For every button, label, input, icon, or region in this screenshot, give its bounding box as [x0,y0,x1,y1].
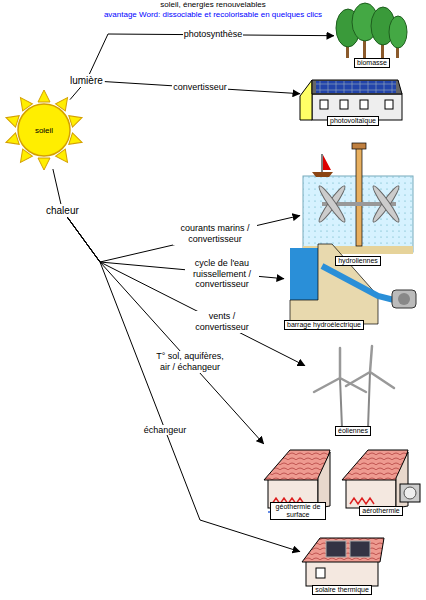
node-text: chaleur [46,205,79,216]
aerothermal-house [404,487,416,499]
photovoltaic-house [340,100,348,109]
junction-label: lumière [68,74,105,87]
picture-caption: solaire thermique [312,585,372,595]
wind-turbines [368,372,370,428]
tidal-turbine [356,148,362,246]
note-label: avantage Word: dissociable et recolorisa… [104,10,322,19]
tidal-turbine [317,184,348,224]
dam-illustration [290,248,318,300]
energy-picture: barrage hydroélectrique [284,240,424,330]
energy-picture: géothermie de surface [262,444,334,520]
energy-picture: biomasse [334,4,410,68]
sun-circle: soleil [4,90,84,170]
aerothermal-house [342,450,420,508]
wind-turbines [314,346,394,428]
dam-illustration [392,290,416,308]
tidal-turbine [303,143,413,254]
connector [67,217,305,366]
tidal-turbine [317,184,348,224]
photovoltaic-house [360,100,368,109]
solar-thermal-house [302,538,384,562]
sun-illustration [4,133,19,148]
sun-illustration [38,90,50,102]
trees-illustration [389,16,407,48]
trees-illustration [336,3,407,58]
photovoltaic-house [300,80,312,120]
picture-caption: géothermie de surface [270,502,326,520]
picture-caption: photovoltaïque [327,116,379,126]
aerothermal-house [400,484,420,502]
photovoltaic-house [312,80,402,94]
energy-picture: hydroliennes [300,138,416,266]
energy-picture: solaire thermique [300,535,384,595]
photovoltaic-house [320,100,328,109]
connector [53,169,61,204]
photovoltaic-house [300,80,402,120]
geothermal-house [318,452,330,508]
picture-caption: biomasse [354,58,390,68]
edge-label: cycle de l'eau ruissellement / convertis… [185,258,259,290]
tidal-turbine [371,184,402,224]
wind-turbines [340,378,342,428]
junction-label: chaleur [44,204,81,217]
solar-thermal-house [316,568,325,578]
dam-illustration [322,266,394,300]
node-text: soleil [35,126,53,135]
node-text: lumière [70,75,103,86]
solar-thermal-house [302,538,384,586]
dam-illustration [398,293,410,305]
edge-label: T° sol, aquifères, air / échangeur [152,351,228,373]
sun-illustration [38,158,50,170]
tidal-turbine [312,172,333,177]
photovoltaic-house [316,81,396,93]
picture-caption: hydroliennes [335,256,381,266]
solar-thermal-house [326,541,346,557]
energy-picture: photovoltaïque [300,68,406,126]
connector [67,217,264,444]
edge-label: échangeur [143,425,188,436]
dam-illustration [290,244,416,324]
edge-label: photosynthèse [183,29,244,40]
connector [105,82,300,94]
energy-picture: aérothermie [340,444,422,516]
sun-illustration [4,112,19,127]
edge-label: convertisseur [172,82,228,93]
picture-caption: barrage hydroélectrique [284,320,364,330]
connector [67,216,300,263]
sun-illustration [69,133,84,148]
solar-thermal-house [350,541,370,557]
photovoltaic-house [385,100,393,109]
aerothermal-house [350,498,374,504]
connector [67,217,300,552]
edge-label: vents / convertisseur [188,311,256,333]
sun-illustration [18,104,70,156]
tidal-turbine [323,155,331,170]
connector [89,34,334,74]
wind-turbines [314,348,366,392]
picture-caption: aérothermie [359,506,402,516]
wind-turbines [346,346,394,388]
sun-illustration [4,90,84,170]
edge-label: courants marins / convertisseur [173,223,257,245]
tidal-turbine [371,184,402,224]
connector [70,87,81,100]
diagram-title: soleil, énergies renouvelables [160,0,265,9]
tidal-turbine [352,143,366,149]
solar-thermal-house [306,560,378,586]
aerothermal-house [346,478,396,508]
sun-illustration [4,90,84,170]
picture-caption: éoliennes [335,426,371,436]
tidal-turbine [322,154,323,172]
energy-picture: éoliennes [305,344,401,436]
sun-illustration [69,112,84,127]
